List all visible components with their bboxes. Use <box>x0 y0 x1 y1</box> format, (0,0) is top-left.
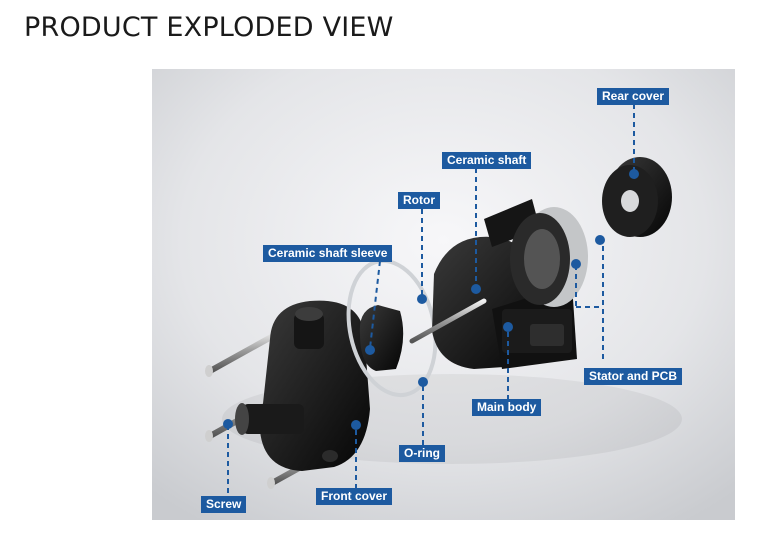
page-title: PRODUCT EXPLODED VIEW <box>24 12 394 43</box>
front-cover-part <box>235 300 370 471</box>
callout-ceramic-shaft: Ceramic shaft <box>442 152 532 169</box>
exploded-view-image: Rear cover Ceramic shaft Rotor Ceramic s… <box>152 69 735 520</box>
stator-part <box>510 207 588 307</box>
callout-ceramic-shaft-sleeve: Ceramic shaft sleeve <box>263 245 393 262</box>
callout-rear-cover: Rear cover <box>597 88 670 105</box>
callout-main-body: Main body <box>472 399 542 416</box>
callout-rotor: Rotor <box>398 192 440 209</box>
callout-anchor-dots <box>223 169 639 430</box>
ceramic-shaft-sleeve-part <box>359 305 404 371</box>
pump-exploded-illustration <box>152 69 735 520</box>
callout-front-cover: Front cover <box>316 488 393 505</box>
callout-leader-lines <box>227 104 635 493</box>
callout-stator-and-pcb: Stator and PCB <box>584 368 683 385</box>
callout-screw: Screw <box>201 496 247 513</box>
callout-o-ring: O-ring <box>399 445 445 462</box>
rear-cover-part <box>602 157 672 237</box>
